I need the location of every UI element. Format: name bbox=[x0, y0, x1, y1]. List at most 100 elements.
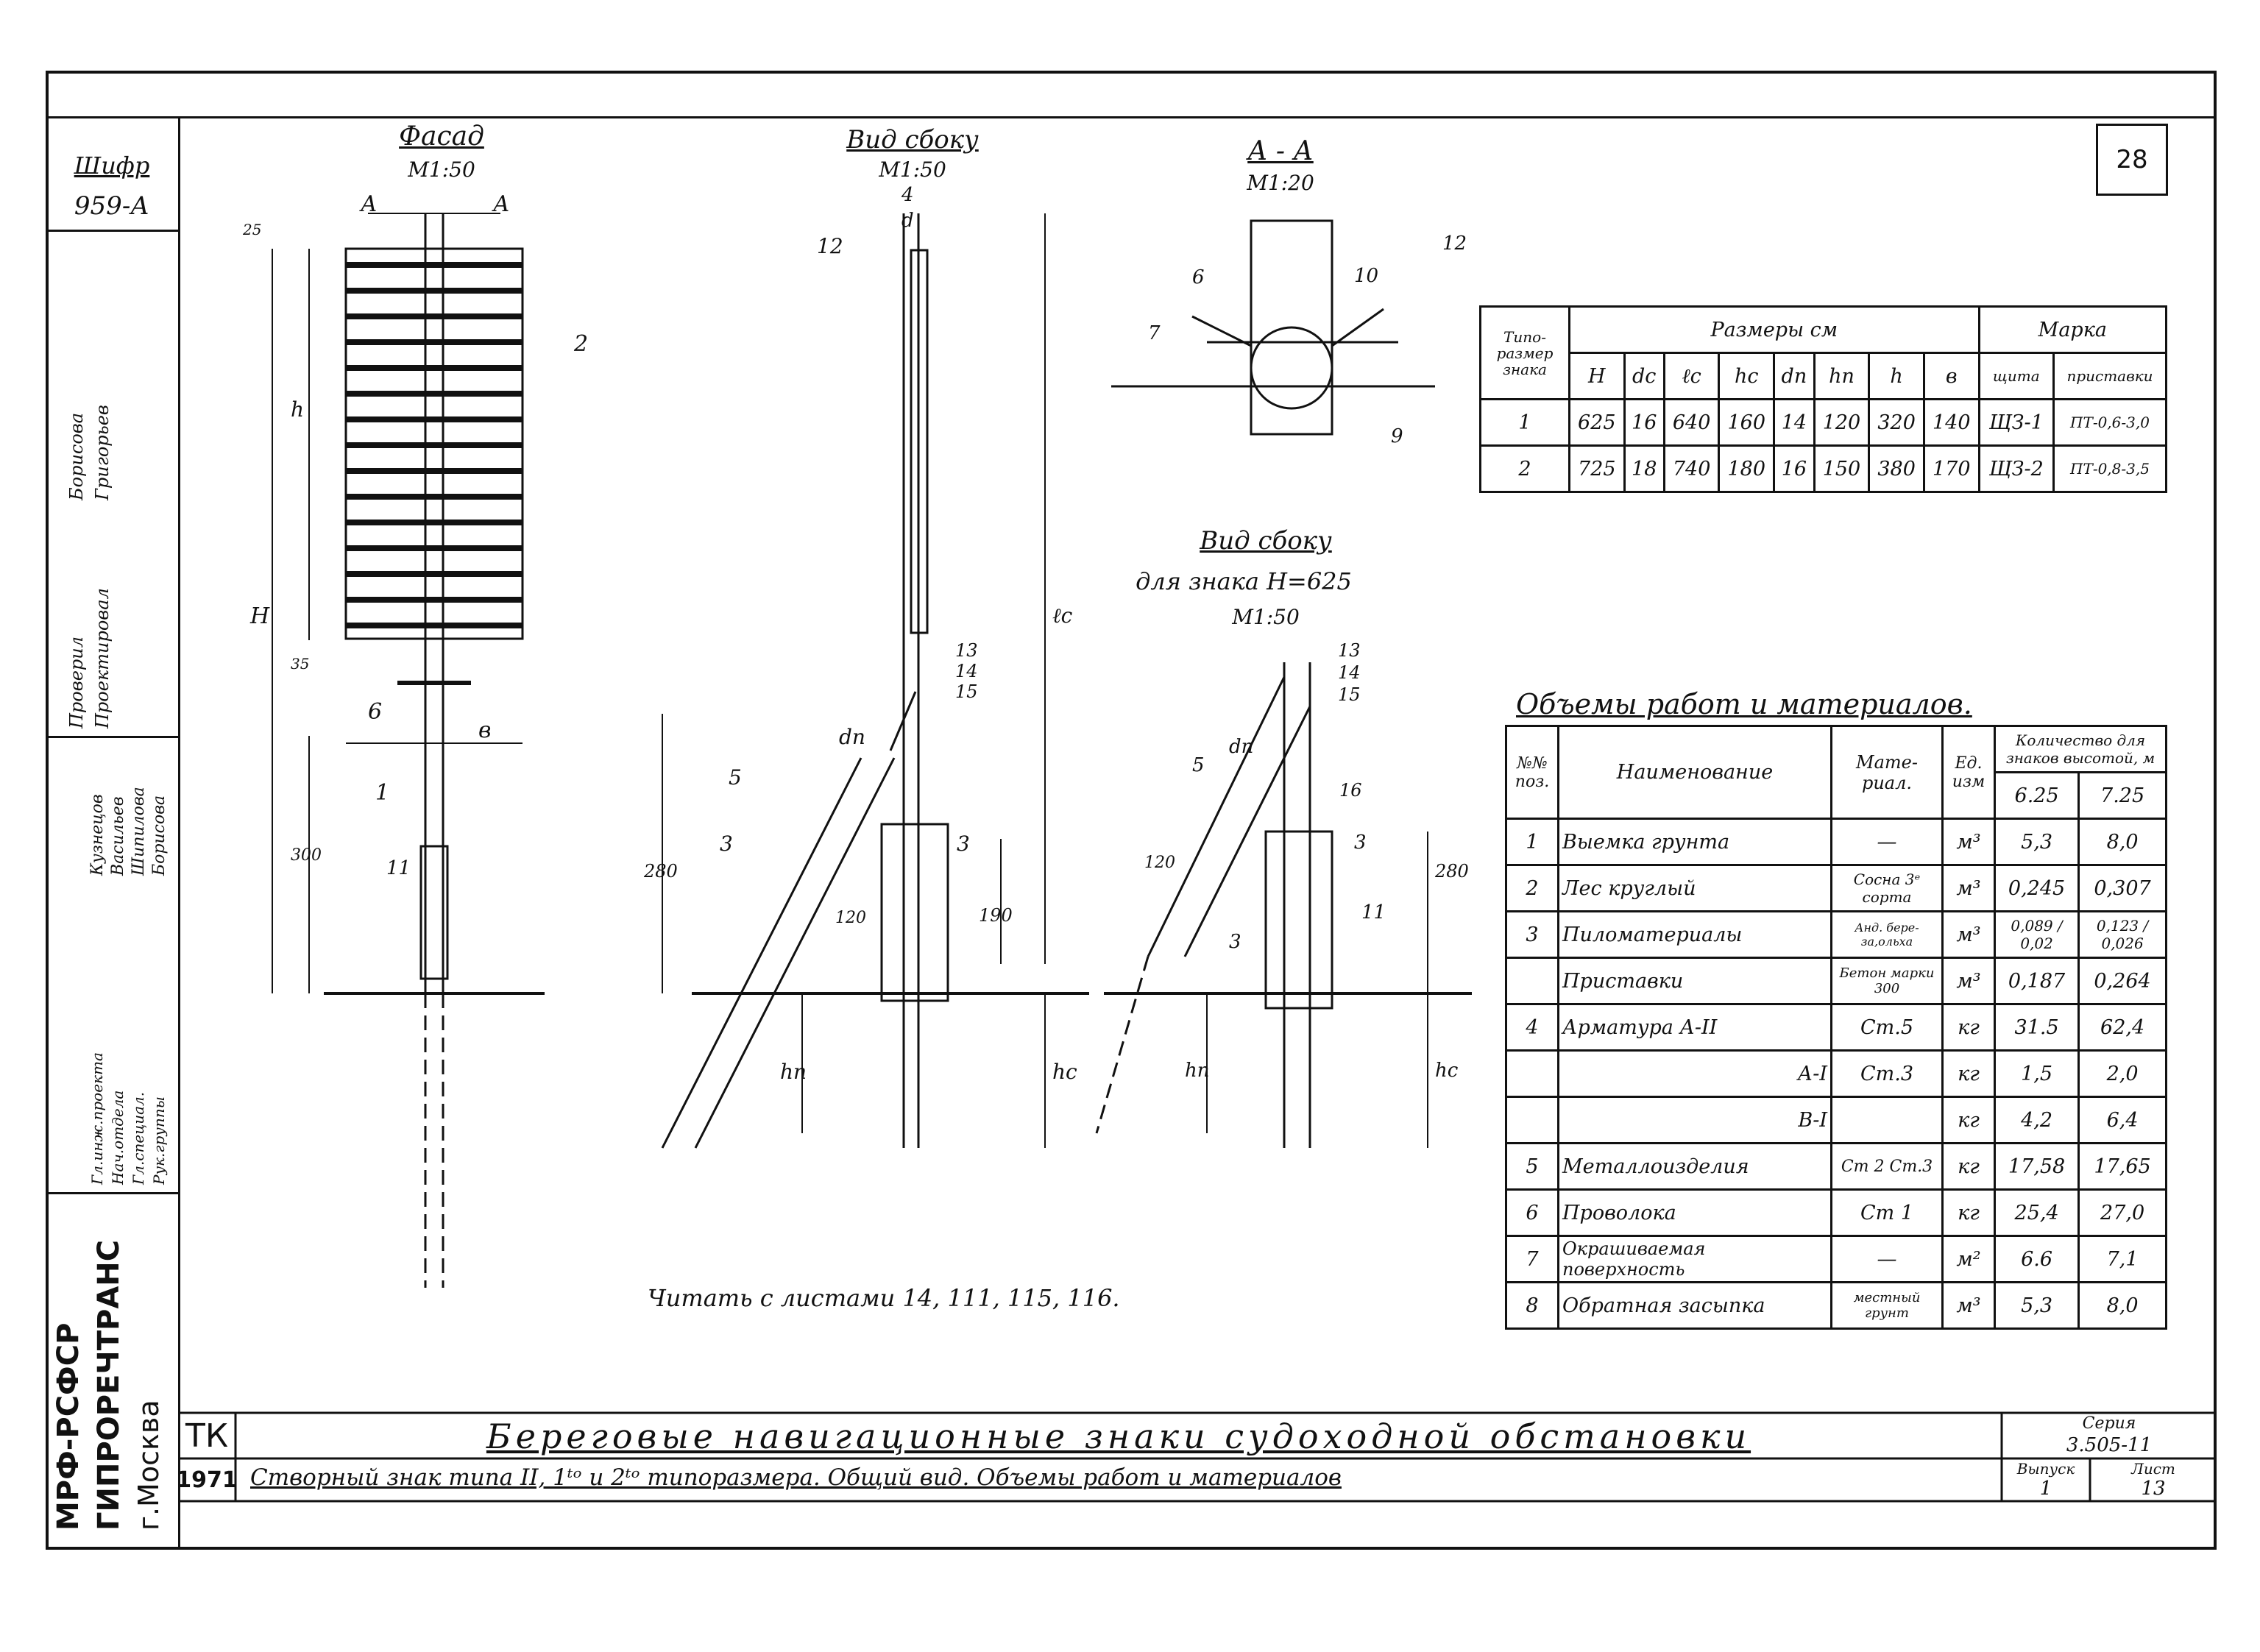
vol-material: Бетон марки 300 bbox=[1830, 957, 1944, 1005]
vol-material: Ст.3 bbox=[1830, 1049, 1944, 1098]
vol-unit: м³ bbox=[1941, 957, 1996, 1005]
sizes-col-header: hп bbox=[1813, 352, 1871, 400]
sizes-cell: 180 bbox=[1718, 444, 1776, 493]
dim-label: H bbox=[250, 603, 270, 629]
dim-label: 280 bbox=[1435, 861, 1469, 882]
vol-material bbox=[1830, 1096, 1944, 1144]
drawing-frame bbox=[46, 71, 2217, 1550]
vol-q2: 2,0 bbox=[2077, 1049, 2167, 1098]
vol-no: 6 bbox=[1505, 1188, 1559, 1237]
sizes-cell: 16 bbox=[1773, 444, 1816, 493]
side-view bbox=[661, 213, 1089, 1149]
vol-unit: м³ bbox=[1941, 864, 1996, 912]
dim-label: 300 bbox=[291, 846, 322, 865]
dim-label: hc bbox=[1435, 1060, 1459, 1082]
vol-q1: 0,187 bbox=[1993, 957, 2080, 1005]
vol-unit: кг bbox=[1941, 1003, 1996, 1052]
pos-label: 14 bbox=[955, 661, 978, 681]
volumes-header-q1: 6.25 bbox=[1993, 771, 2080, 820]
sizes-cell: 140 bbox=[1922, 398, 1980, 447]
vol-no: 2 bbox=[1505, 864, 1559, 912]
vol-name: Обратная засыпка bbox=[1557, 1281, 1832, 1330]
pos-label: 15 bbox=[955, 681, 978, 702]
facade-scale: М1:50 bbox=[408, 157, 475, 182]
sizes-cell: 640 bbox=[1662, 398, 1721, 447]
vol-name: Арматура А-II bbox=[1557, 1003, 1832, 1052]
pos-label: 15 bbox=[1338, 684, 1361, 705]
sizes-table: Типо-размер знака Размеры см Марка H dс … bbox=[1479, 305, 2168, 493]
vol-q1: 17,58 bbox=[1993, 1142, 2080, 1191]
title-sub: Створный знак типа II, 1ᵗᵒ и 2ᵗᵒ типораз… bbox=[250, 1464, 1342, 1491]
vol-no: 8 bbox=[1505, 1281, 1559, 1330]
side-view-scale: М1:50 bbox=[879, 157, 946, 182]
vol-no: 7 bbox=[1505, 1235, 1559, 1283]
sizes-cell: 120 bbox=[1813, 398, 1871, 447]
vol-material: Ст.5 bbox=[1830, 1003, 1944, 1052]
vol-q2: 8,0 bbox=[2077, 1281, 2167, 1330]
side-view-2-scale: М1:50 bbox=[1232, 604, 1300, 629]
dim-label: h bbox=[291, 397, 305, 422]
sizes-header-mark: Марка bbox=[1977, 305, 2168, 354]
sizes-cell: 740 bbox=[1662, 444, 1721, 493]
vol-material: Ст 1 bbox=[1830, 1188, 1944, 1237]
sizes-col-header: dс bbox=[1623, 352, 1665, 400]
side-view-2-subtitle: для знака Н=625 bbox=[1136, 567, 1352, 595]
sizes-cell: 725 bbox=[1568, 444, 1626, 493]
left-strip-border bbox=[178, 116, 180, 1550]
pos-label: 5 bbox=[729, 765, 742, 790]
dim-label: hп bbox=[780, 1060, 807, 1084]
pos-label: 13 bbox=[1338, 640, 1361, 661]
section-title: А - А bbox=[1247, 135, 1314, 166]
series-value: 3.505-11 bbox=[2066, 1434, 2153, 1456]
vol-unit: кг bbox=[1941, 1049, 1996, 1098]
sizes-cell: 1 bbox=[1479, 398, 1570, 447]
vol-q1: 4,2 bbox=[1993, 1096, 2080, 1144]
vol-q1: 5,3 bbox=[1993, 818, 2080, 866]
issue-label: Выпуск bbox=[2016, 1460, 2075, 1478]
code-label: Шифр bbox=[74, 152, 150, 180]
vol-material: Анд. бере-за,ольха bbox=[1830, 910, 1944, 959]
code-divider bbox=[46, 230, 178, 232]
vol-q2: 17,65 bbox=[2077, 1142, 2167, 1191]
vol-material: — bbox=[1830, 1235, 1944, 1283]
sizes-cell: 150 bbox=[1813, 444, 1871, 493]
sizes-col-header: в bbox=[1922, 352, 1980, 400]
section-view bbox=[1111, 219, 1435, 436]
sizes-col-header: щита bbox=[1977, 352, 2055, 400]
vol-unit: кг bbox=[1941, 1096, 1996, 1144]
sizes-col-header: hс bbox=[1718, 352, 1776, 400]
table-row: 1 625 16 640 160 14 120 320 140 ЩЗ-1 ПТ-… bbox=[1479, 398, 2167, 447]
dim-label: ℓc bbox=[1052, 603, 1073, 628]
read-with-note: Читать с листами 14, 111, 115, 116. bbox=[648, 1284, 1120, 1312]
vol-no: 4 bbox=[1505, 1003, 1559, 1052]
dim-label: dп bbox=[1229, 736, 1254, 758]
sizes-cell: 2 bbox=[1479, 444, 1570, 493]
sizes-cell: 14 bbox=[1773, 398, 1816, 447]
side-view-2-title: Вид сбоку bbox=[1200, 526, 1332, 556]
pos-label: 9 bbox=[1391, 425, 1403, 447]
series-label: Серия bbox=[2082, 1414, 2136, 1433]
dim-label: 120 bbox=[1144, 854, 1175, 872]
vol-q1: 5,3 bbox=[1993, 1281, 2080, 1330]
vol-no bbox=[1505, 957, 1559, 1005]
pos-label: 16 bbox=[1339, 780, 1362, 801]
vol-q2: 62,4 bbox=[2077, 1003, 2167, 1052]
sizes-header-type: Типо-размер знака bbox=[1479, 305, 1570, 400]
section-mark: А bbox=[361, 191, 378, 217]
facade-view bbox=[272, 213, 545, 1288]
vol-no: 5 bbox=[1505, 1142, 1559, 1191]
vol-no bbox=[1505, 1096, 1559, 1144]
vol-q1: 31.5 bbox=[1993, 1003, 2080, 1052]
sizes-cell: 170 bbox=[1922, 444, 1980, 493]
section-scale: М1:20 bbox=[1247, 170, 1314, 195]
sizes-cell: 18 bbox=[1623, 444, 1665, 493]
sizes-header-sizes: Размеры см bbox=[1568, 305, 1980, 354]
issue-value: 1 bbox=[2039, 1478, 2052, 1500]
title-block-lines bbox=[178, 1411, 2217, 1503]
sizes-col-header: dп bbox=[1773, 352, 1816, 400]
